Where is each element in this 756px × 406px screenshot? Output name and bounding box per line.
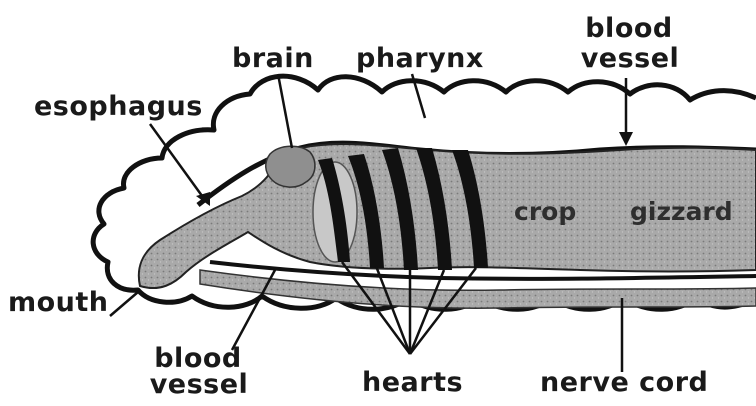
brain-shape xyxy=(266,146,315,187)
label-hearts: hearts xyxy=(362,368,463,397)
label-mouth: mouth xyxy=(8,288,109,317)
label-esophagus: esophagus xyxy=(34,92,203,121)
label-gizzard: gizzard xyxy=(630,197,733,226)
pointer-mouth xyxy=(110,292,138,316)
label-blood-vessel-top-2: vessel xyxy=(580,44,680,73)
label-pharynx: pharynx xyxy=(356,44,484,73)
label-blood-vessel-top-1: blood xyxy=(584,14,674,43)
label-brain: brain xyxy=(232,44,314,73)
label-crop: crop xyxy=(514,197,576,226)
label-nerve-cord: nerve cord xyxy=(540,368,708,397)
label-blood-vessel-bottom-2: vessel xyxy=(144,370,254,399)
